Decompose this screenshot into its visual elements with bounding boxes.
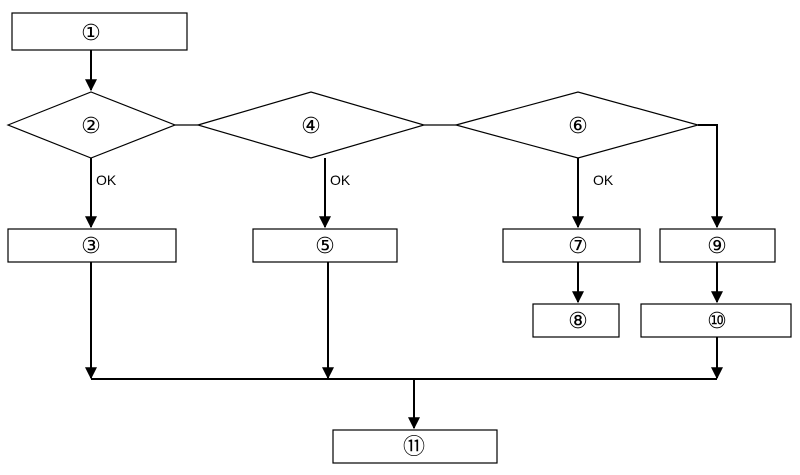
node-11-label: ⑪	[403, 435, 425, 460]
node-1-box	[11, 12, 188, 51]
edge-4-ok-label: OK	[330, 172, 351, 188]
node-7-label: ⑦	[568, 234, 588, 259]
edge-2-ok-label: OK	[96, 172, 117, 188]
node-9-box	[659, 228, 776, 263]
node-9-label: ⑨	[707, 234, 727, 259]
node-10-box	[640, 303, 792, 338]
edge-6-ok-label: OK	[593, 172, 614, 188]
node-4-label: ④	[301, 114, 321, 139]
node-7-box	[502, 228, 641, 263]
node-10-label: ⑩	[707, 309, 727, 334]
node-1-label: ①	[81, 21, 101, 46]
node-5-label: ⑤	[315, 234, 335, 259]
edge-6-to-9	[698, 124, 723, 229]
node-11-box	[332, 429, 498, 464]
node-5-box	[252, 228, 398, 263]
node-8-label: ⑧	[568, 309, 588, 334]
node-8-box	[532, 303, 620, 338]
node-3-label: ③	[81, 234, 101, 259]
node-3-box	[7, 228, 177, 263]
node-2-label: ②	[81, 114, 101, 139]
node-6-label: ⑥	[568, 114, 588, 139]
